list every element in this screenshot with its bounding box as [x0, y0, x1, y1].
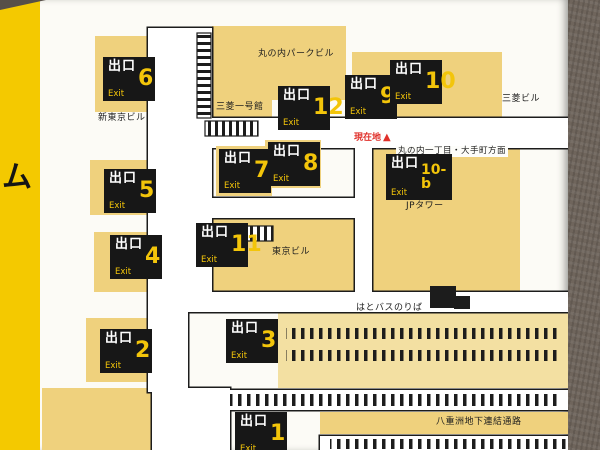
sign-side-text: ム — [2, 160, 32, 195]
label-yaesu-passage: 八重洲地下連結通路 — [436, 417, 522, 427]
label-jp-tower: JPタワー — [406, 201, 444, 211]
exit-jp-label: 出口 — [224, 151, 253, 166]
exit-number: 2 — [135, 338, 151, 363]
exit-number: 12 — [313, 95, 344, 120]
wall-corner-sliver — [0, 0, 46, 10]
exit-en-label: Exit — [108, 88, 125, 99]
label-tokyo-building: 東京ビル — [272, 247, 311, 257]
exit-jp-label: 出口 — [395, 62, 424, 77]
current-location-marker: 現在地▲ — [354, 133, 391, 143]
exit-jp-label: 出口 — [350, 77, 379, 92]
exit-number: 8 — [303, 151, 319, 176]
stairs-hatch-top — [196, 32, 212, 119]
exit-number: 7 — [254, 158, 270, 183]
exit-jp-label: 出口 — [108, 59, 137, 74]
exit-en-label: Exit — [273, 173, 290, 184]
current-location-label: 現在地 — [354, 133, 382, 143]
exit-badge-7: 出口 Exit 7 — [219, 149, 271, 193]
exit-en-label: Exit — [283, 117, 300, 128]
exit-en-label: Exit — [201, 254, 218, 265]
exit-number: 10 — [425, 69, 456, 94]
exit-jp-label: 出口 — [231, 321, 260, 336]
exit-badge-1: 出口 Exit 1 — [235, 412, 287, 450]
direction-label: 丸の内一丁目・大手町方面 — [396, 146, 509, 157]
exit-number: 1 — [270, 421, 286, 446]
map-panel: 新東京ビル 丸の内パークビル 三菱一号館 三菱ビル JPタワー 東京ビル はとバ… — [40, 0, 568, 450]
exit-number: 11 — [231, 232, 262, 257]
exit-jp-label: 出口 — [105, 331, 134, 346]
exit-number: 4 — [145, 244, 161, 269]
exit-badge-6: 出口 Exit 6 — [103, 57, 155, 101]
exit-number: 5 — [139, 178, 155, 203]
exit-jp-label: 出口 — [391, 156, 420, 171]
exit-en-label: Exit — [231, 350, 248, 361]
exit-en-label: Exit — [350, 106, 367, 117]
exit-number: 10-b — [421, 162, 447, 192]
label-shin-tokyo-building: 新東京ビル — [98, 113, 146, 123]
label-mitsubishi-ichigokan: 三菱一号館 — [216, 102, 264, 112]
current-location-triangle-icon: ▲ — [383, 132, 391, 143]
exit-en-label: Exit — [109, 200, 126, 211]
building-footprint-blob — [430, 286, 470, 309]
exit-jp-label: 出口 — [283, 88, 312, 103]
label-mitsubishi-building: 三菱ビル — [502, 94, 541, 104]
exit-en-label: Exit — [224, 180, 241, 191]
exit-en-label: Exit — [395, 91, 412, 102]
exit-badge-3: 出口 Exit 3 — [226, 319, 278, 363]
exit-jp-label: 出口 — [273, 144, 302, 159]
tick-rows — [230, 328, 568, 449]
exit-en-label: Exit — [240, 443, 257, 450]
exit-jp-label: 出口 — [109, 171, 138, 186]
exit-en-label: Exit — [115, 266, 132, 277]
label-hato-bus-area: はとバスのりば — [356, 303, 423, 313]
label-marunouchi-park: 丸の内パークビル — [258, 49, 335, 59]
exit-badge-10b: 出口 Exit 10-b — [386, 154, 452, 200]
exit-badge-11: 出口 Exit 11 — [196, 223, 262, 267]
exit-en-label: Exit — [391, 187, 408, 198]
exit-badge-10: 出口 Exit 10 — [390, 60, 456, 104]
yaesu-strip-shape — [320, 412, 568, 434]
exit-jp-label: 出口 — [240, 414, 269, 429]
exit-badge-12: 出口 Exit 12 — [278, 86, 344, 130]
wall-background — [568, 0, 600, 450]
exit-badge-8: 出口 Exit 8 — [268, 142, 320, 186]
exit-number: 6 — [138, 66, 154, 91]
exit-jp-label: 出口 — [201, 225, 230, 240]
sign-yellow-border: ム — [0, 0, 40, 450]
exit-en-label: Exit — [105, 360, 122, 371]
exit-badge-4: 出口 Exit 4 — [110, 235, 162, 279]
stairs-hatch-mid — [204, 120, 259, 137]
exit-badge-5: 出口 Exit 5 — [104, 169, 156, 213]
exit-number: 3 — [261, 328, 277, 353]
exit-jp-label: 出口 — [115, 237, 144, 252]
exit-badge-2: 出口 Exit 2 — [100, 329, 152, 373]
